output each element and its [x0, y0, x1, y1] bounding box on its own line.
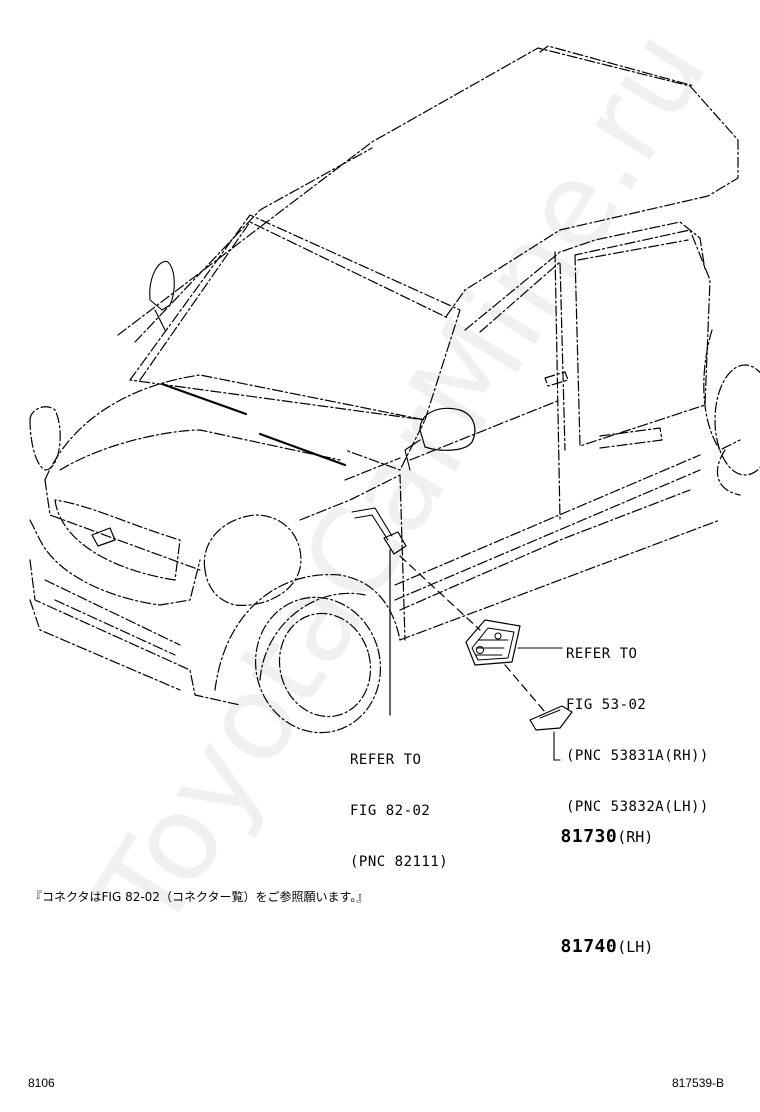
part-number: 81740 [560, 936, 618, 957]
part-side: (LH) [617, 938, 654, 956]
callout-line: (PNC 53831A(RH)) [566, 748, 709, 764]
illustration-number: 817539-B [672, 1076, 725, 1090]
rear-wheel [714, 364, 760, 476]
car-body-outline [29, 45, 741, 706]
callout-line: FIG 53-02 [566, 697, 647, 713]
part-number-81730[interactable]: 81730(RH) [522, 804, 654, 870]
harness-reference-callout: REFER TO FIG 82-02 (PNC 82111) [350, 718, 448, 888]
left-mirror-outline [149, 260, 175, 311]
side-turn-lamp-part [529, 705, 573, 731]
part-number: 81730 [560, 826, 618, 847]
connector-note: 『コネクタはFIG 82-02（コネクター覧）をご参照願います。』 [30, 890, 369, 904]
right-mirror-outline [419, 407, 476, 451]
front-wheel [254, 592, 382, 734]
figure-number: 8106 [28, 1076, 55, 1090]
callout-line: FIG 82-02 [350, 803, 431, 819]
side-garnish-part [465, 619, 521, 666]
wire-harness [351, 507, 407, 555]
callout-line: REFER TO [350, 752, 422, 768]
mirror-reference-callout: REFER TO FIG 53-02 (PNC 53831A(RH)) (PNC… [566, 612, 709, 833]
part-side: (RH) [617, 828, 654, 846]
part-number-81740[interactable]: 81740(LH) [522, 914, 654, 980]
part-number-list: 81730(RH) 81740(LH) [522, 760, 654, 1002]
callout-line: REFER TO [566, 646, 638, 662]
callout-line: (PNC 53832A(LH)) [566, 799, 709, 815]
callout-line: (PNC 82111) [350, 854, 449, 870]
